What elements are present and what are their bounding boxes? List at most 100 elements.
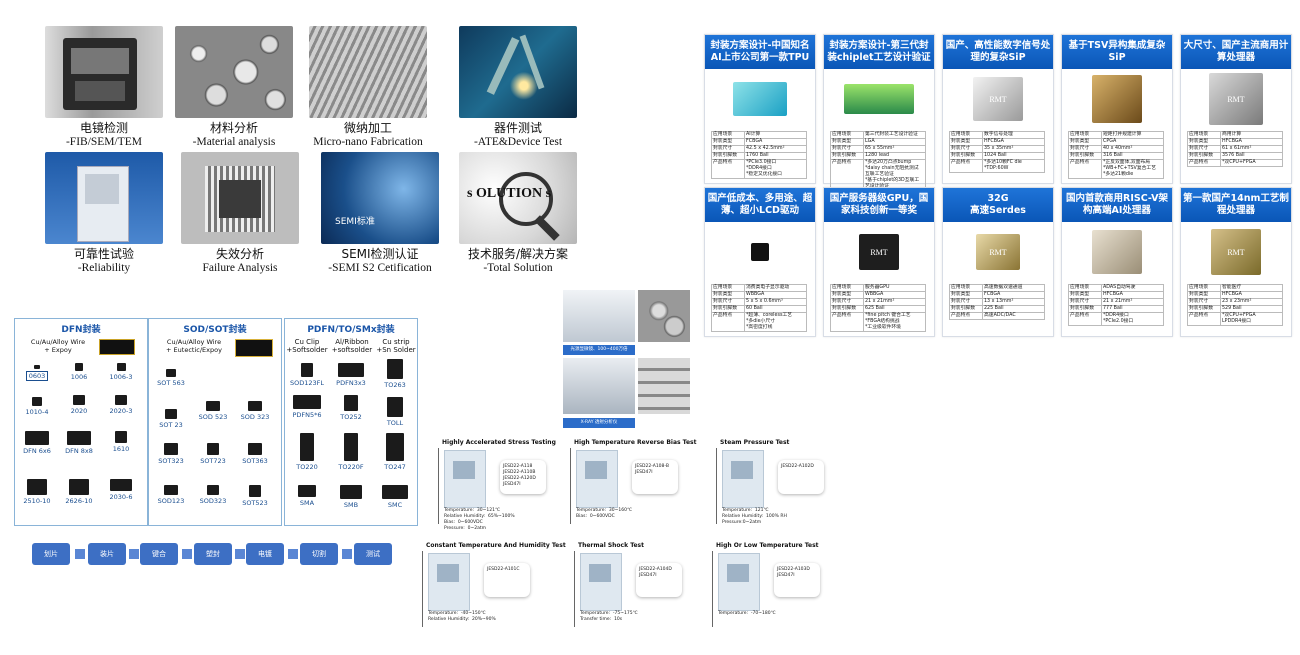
flow-step-bonding[interactable]: 键合 — [140, 543, 178, 565]
package-label: TOLL — [386, 419, 404, 427]
package-0603[interactable]: 0603 — [15, 365, 59, 381]
service-tile-ate[interactable]: 器件测试 -ATE&Device Test — [456, 26, 580, 149]
product-chip-image: RMT — [1181, 222, 1291, 282]
test-title: Steam Pressure Test — [720, 439, 790, 446]
spec-value: 13 x 13mm² — [982, 298, 1045, 306]
package-to263[interactable]: TO263 — [373, 359, 417, 389]
package-label: SOD323 — [199, 497, 227, 505]
package-toll[interactable]: TOLL — [373, 397, 417, 427]
spec-key: 封装引脚数 — [1068, 152, 1102, 160]
package-label: 1006 — [70, 373, 88, 381]
spec-row: 应用场景高速数据双速通道 — [949, 284, 1045, 292]
package-pdfn5x6[interactable]: PDFN5*6 — [285, 395, 329, 419]
spec-key: 产品特点 — [1187, 159, 1221, 167]
chip-icon — [1092, 230, 1142, 274]
package-sma[interactable]: SMA — [285, 485, 329, 507]
package-sod323[interactable]: SOD 323 — [233, 401, 277, 421]
service-tile-em[interactable]: 电镜检测 -FIB/SEM/TEM — [42, 26, 166, 149]
package-sod523[interactable]: SOD 523 — [191, 401, 235, 421]
spec-value: 智能医疗 — [1220, 284, 1283, 292]
package-sot323[interactable]: SOT323 — [149, 443, 193, 465]
package-1006-3[interactable]: 1006-3 — [99, 363, 143, 381]
package-sot523[interactable]: SOT523 — [233, 485, 277, 507]
package-sot563[interactable]: SOT 563 — [149, 369, 193, 387]
product-card-title: 国内首款商用RISC-V架构高端AI处理器 — [1062, 188, 1172, 222]
package-label: 0603 — [25, 371, 49, 381]
spec-key: 产品特点 — [949, 312, 983, 320]
package-dfn8x8[interactable]: DFN 8x8 — [57, 431, 101, 455]
spec-row: 产品特点*超薄、coreless工艺 *多die小尺寸 *高密度打线 — [711, 312, 807, 332]
package-2030-6[interactable]: 2030-6 — [99, 479, 143, 501]
package-sod123fl[interactable]: SOD123FL — [285, 363, 329, 387]
service-tile-reliability[interactable]: 可靠性试验 -Reliability — [42, 152, 166, 275]
package-2510-10[interactable]: 2510-10 — [15, 479, 59, 505]
package-to220[interactable]: TO220 — [285, 433, 329, 471]
package-2626-10[interactable]: 2626-10 — [57, 479, 101, 505]
spec-key: 封装尺寸 — [1068, 145, 1102, 153]
package-to252[interactable]: TO252 — [329, 395, 373, 421]
package-to247[interactable]: TO247 — [373, 433, 417, 471]
package-smb[interactable]: SMB — [329, 485, 373, 509]
service-tile-solution[interactable]: s OLUTION s 技术服务/解决方案 -Total Solution — [456, 152, 580, 275]
package-label: 2020 — [70, 407, 88, 415]
package-dfn6x6[interactable]: DFN 6x6 — [15, 431, 59, 455]
package-to220f[interactable]: TO220F — [329, 433, 373, 471]
service-tile-failure[interactable]: 失效分析 Failure Analysis — [178, 152, 302, 275]
package-sod323b[interactable]: SOD323 — [191, 485, 235, 505]
service-tile-semi[interactable]: SEMI标准 SEMI检测认证 -SEMI S2 Cetification — [318, 152, 442, 275]
flow-step-molding[interactable]: 塑封 — [194, 543, 232, 565]
package-1610[interactable]: 1610 — [99, 431, 143, 453]
service-tile-micronano[interactable]: 微纳加工 Micro-nano Fabrication — [306, 26, 430, 149]
package-sot723[interactable]: SOT723 — [191, 443, 235, 465]
chip-icon — [1092, 75, 1142, 123]
package-sot363[interactable]: SOT363 — [233, 443, 277, 465]
package-1006[interactable]: 1006 — [57, 363, 101, 381]
total-solution-image: s OLUTION s — [459, 152, 577, 244]
package-2020-3[interactable]: 2020-3 — [99, 395, 143, 415]
package-pdfn3x3[interactable]: PDFN3x3 — [329, 363, 373, 387]
spec-key: 应用场景 — [711, 131, 745, 139]
package-2020[interactable]: 2020 — [57, 395, 101, 415]
product-chip-image: RMT — [1181, 69, 1291, 129]
test-standard: JESD22-A102D — [778, 460, 824, 494]
test-parameters: Temperature: 30~121℃ Relative Humidity: … — [444, 508, 515, 531]
spec-value: *多达10颗FC die *TDP:60W — [982, 159, 1045, 173]
flow-step-dicing[interactable]: 划片 — [32, 543, 70, 565]
product-card-chiplet[interactable]: 封装方案设计-第三代封装chiplet工艺设计验证应用场景第三代封装工艺设计验证… — [823, 34, 935, 191]
package-label: SOD123 — [157, 497, 185, 505]
service-tile-material[interactable]: 材料分析 -Material analysis — [172, 26, 296, 149]
spec-key: 封装尺寸 — [711, 145, 745, 153]
package-sot23[interactable]: SOT 23 — [149, 409, 193, 429]
flow-step-cutting[interactable]: 切割 — [300, 543, 338, 565]
flow-step-testing[interactable]: 测试 — [354, 543, 392, 565]
flow-step-plating[interactable]: 电镀 — [246, 543, 284, 565]
spec-key: 产品特点 — [1187, 312, 1221, 326]
flow-connector — [129, 549, 139, 559]
service-subtitle: -Material analysis — [192, 136, 276, 148]
spec-key: 应用场景 — [1187, 284, 1221, 292]
package-sod123[interactable]: SOD123 — [149, 485, 193, 505]
lab-photo-sem — [638, 290, 690, 342]
flow-step-die-attach[interactable]: 装片 — [88, 543, 126, 565]
package-smc[interactable]: SMC — [373, 485, 417, 509]
test-title: High Temperature Reverse Bias Test — [574, 439, 697, 446]
package-1010-4[interactable]: 1010-4 — [15, 397, 59, 416]
